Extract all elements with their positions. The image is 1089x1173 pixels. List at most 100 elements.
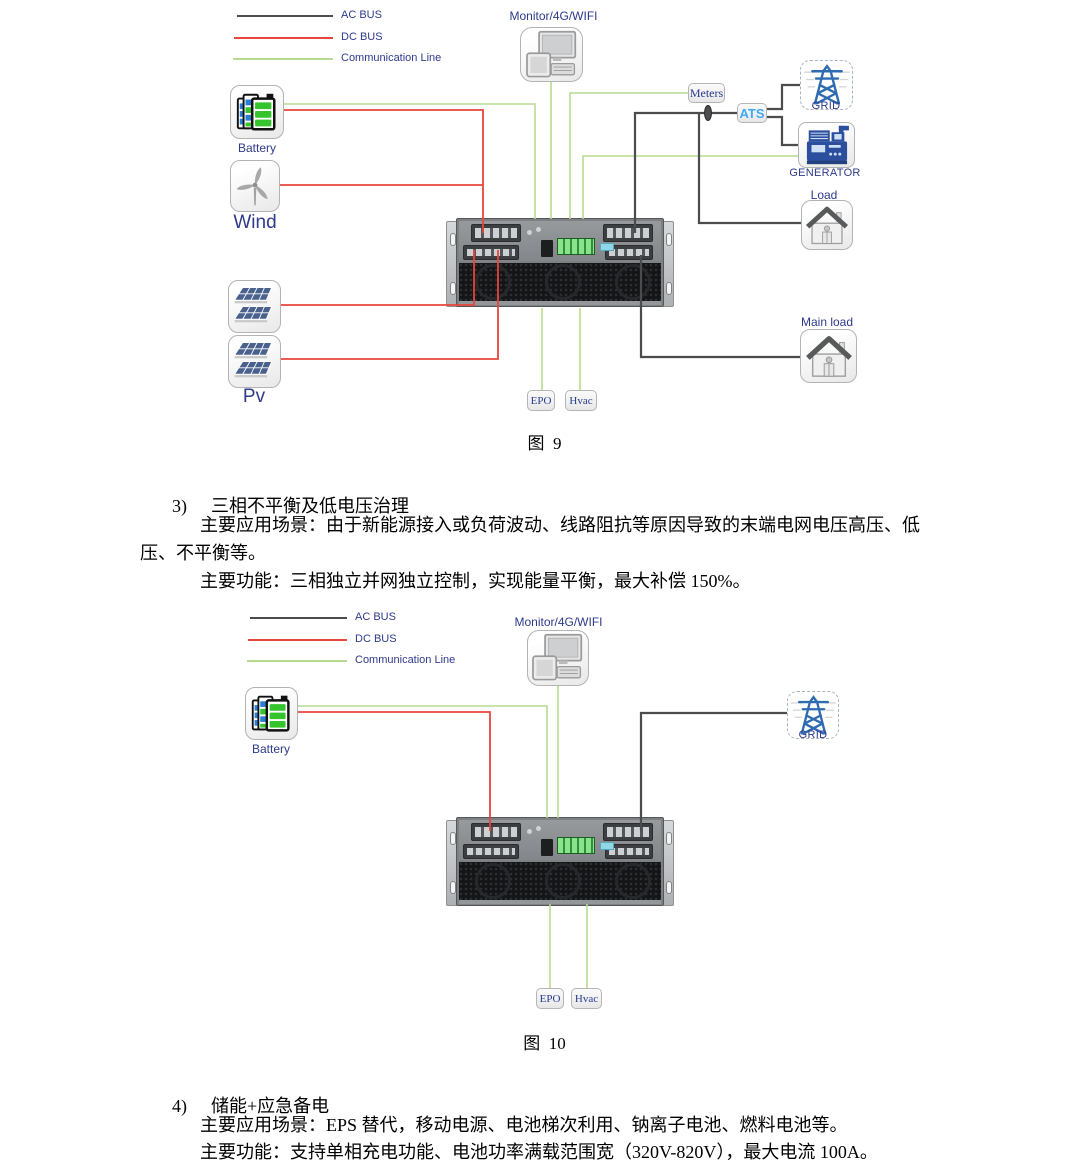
section3-paragraph-line3: 主要功能：三相独立并网独立控制，实现能量平衡，最大补偿 150%。	[200, 571, 751, 591]
hvac-box: Hvac	[571, 988, 602, 1009]
pv-panel-icon	[228, 280, 281, 333]
fig9-ac-lines	[633, 83, 801, 359]
epo-box: EPO	[527, 390, 555, 411]
inverter-led	[527, 829, 532, 834]
inverter-fan	[475, 863, 511, 899]
section4-paragraph-line1: 主要应用场景：EPS 替代，移动电源、电池梯次利用、钠离子电池、燃料电池等。	[200, 1115, 848, 1135]
legend-dc-label: DC BUS	[341, 31, 383, 43]
inverter-unit	[446, 817, 674, 910]
inverter-io-terminal	[557, 837, 595, 854]
grid-label: GRID	[798, 729, 828, 741]
house-glyph	[806, 206, 848, 245]
fig10-dc-lines	[298, 711, 491, 831]
ats-label: ATS	[739, 105, 765, 121]
battery-icon	[245, 687, 298, 740]
legend-ac-line	[250, 617, 347, 619]
inverter-fan	[475, 264, 511, 300]
fig10-comm-lines	[298, 686, 588, 989]
hvac-label: Hvac	[574, 992, 599, 1005]
inverter-pv-input-terminal	[463, 844, 519, 859]
house-glyph	[805, 336, 852, 377]
inverter-fan-grille	[459, 263, 661, 302]
legend-comm-line	[247, 660, 347, 662]
meters-box: Meters	[688, 83, 725, 103]
inverter-fan	[545, 863, 581, 899]
wind-turbine-glyph	[236, 167, 268, 206]
inverter-chassis	[456, 817, 664, 906]
legend-dc-line	[248, 639, 347, 641]
fig9-current-transformer	[704, 105, 712, 121]
section3-paragraph-line2: 压、不平衡等。	[140, 543, 266, 563]
inverter-fan	[615, 264, 651, 300]
monitor-glyph	[532, 633, 583, 681]
generator-label: GENERATOR	[789, 167, 861, 179]
load-label: Load	[810, 188, 838, 202]
wind-turbine-icon	[230, 160, 280, 212]
grid-icon	[787, 691, 839, 739]
section3-paragraph-line1: 主要应用场景：由于新能源接入或负荷波动、线路阻抗等原因导致的末端电网电压高压、低	[200, 515, 920, 535]
inverter-unit	[446, 218, 674, 311]
generator-glyph	[806, 125, 849, 165]
battery-label: Battery	[251, 742, 290, 756]
grid-icon	[800, 60, 853, 110]
inverter-comm-port	[541, 240, 553, 257]
pv-panel-glyph	[233, 287, 273, 323]
hvac-box: Hvac	[565, 390, 597, 411]
monitor-label: Monitor/4G/WIFI	[509, 9, 598, 23]
ats-box: ATS	[737, 103, 767, 123]
generator-icon	[798, 122, 855, 168]
battery-glyph	[236, 93, 276, 131]
fig9-dc-lines	[280, 109, 499, 360]
monitor-glyph	[525, 30, 576, 77]
pv-panel-glyph	[233, 342, 273, 378]
inverter-pv-input-terminal	[463, 245, 519, 260]
inverter-dc-input-terminal	[471, 823, 521, 841]
inverter-mount-ear	[662, 820, 674, 906]
battery-icon	[230, 85, 284, 139]
section4-number: 4)	[172, 1096, 187, 1116]
main-load-label: Main load	[800, 315, 854, 329]
legend-ac-line	[237, 15, 333, 17]
section3-title: 三相不平衡及低电压治理	[211, 496, 409, 516]
inverter-fan	[615, 863, 651, 899]
fig9-comm-lines	[284, 82, 798, 391]
section4-paragraph-line2: 主要功能：支持单相充电功能、电池功率满载范围宽（320V-820V），最大电流 …	[200, 1142, 878, 1162]
figure9-caption: 图 9	[527, 434, 562, 453]
load-house-icon	[801, 200, 853, 250]
grid-tower-glyph	[790, 694, 836, 735]
monitor-icon	[527, 630, 589, 686]
inverter-led	[536, 826, 541, 831]
inverter-dip-switch	[600, 243, 614, 251]
legend-comm-label: Communication Line	[341, 52, 442, 64]
fig10-ac-lines	[639, 711, 787, 831]
legend-ac-label: AC BUS	[341, 9, 382, 21]
inverter-chassis	[456, 218, 664, 307]
pv-panel-icon	[228, 335, 281, 388]
inverter-front-panel	[459, 221, 661, 261]
epo-label: EPO	[530, 394, 552, 407]
pv-label: Pv	[242, 386, 266, 407]
legend-dc-line	[234, 37, 333, 39]
monitor-icon	[520, 27, 583, 82]
grid-tower-glyph	[803, 64, 850, 105]
meters-label: Meters	[689, 85, 724, 100]
legend-comm-label: Communication Line	[355, 654, 456, 666]
inverter-base	[459, 900, 661, 904]
section3-number: 3)	[172, 496, 187, 516]
battery-label: Battery	[237, 141, 276, 155]
figure10-caption: 图 10	[523, 1034, 566, 1053]
inverter-base	[459, 301, 661, 305]
epo-label: EPO	[539, 992, 561, 1005]
inverter-fan-grille	[459, 862, 661, 901]
inverter-load-output-terminal	[605, 844, 653, 859]
wind-label: Wind	[233, 212, 277, 233]
inverter-led	[536, 227, 541, 232]
inverter-fan	[545, 264, 581, 300]
grid-label: GRID	[811, 100, 841, 112]
section4-heading: 4)储能+应急备电	[163, 1071, 329, 1118]
monitor-label: Monitor/4G/WIFI	[514, 615, 603, 629]
legend-comm-line	[233, 58, 333, 60]
inverter-io-terminal	[557, 238, 595, 255]
inverter-ac-output-terminal	[603, 224, 653, 242]
